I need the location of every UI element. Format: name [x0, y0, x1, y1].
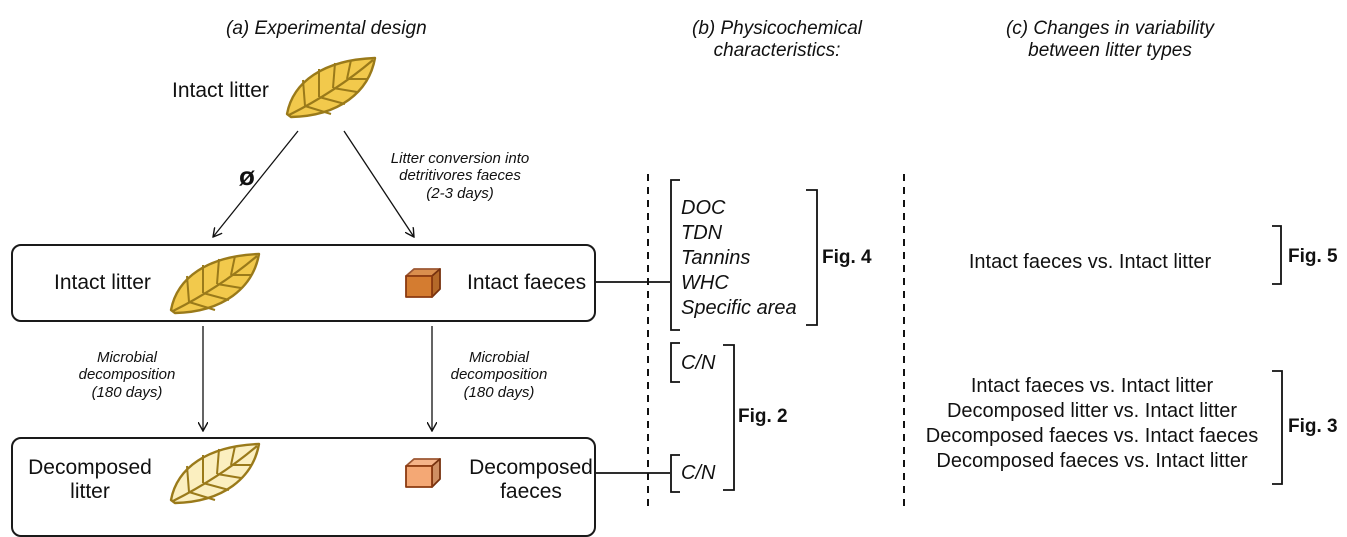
box1-intact-faeces-label: Intact faeces: [467, 271, 587, 294]
conversion-label-line1: Litter conversion into: [390, 150, 530, 167]
cn-bottom-label: C/N: [681, 462, 716, 484]
bracket-left-cn-bottom: [670, 454, 680, 493]
decomposed-faeces-icon: [405, 458, 441, 488]
microbial-left-line1: Microbial: [96, 349, 157, 366]
comparison-item: Intact faeces vs. Intact litter: [968, 251, 1212, 273]
comparison-item: Decomposed litter vs. Intact litter: [946, 400, 1238, 422]
panel-c-title-line2: between litter types: [1028, 39, 1192, 61]
panel-b-title: (b) Physicochemical characteristics:: [652, 18, 902, 62]
microbial-left-line2: decomposition: [78, 366, 176, 384]
decomposed-litter-line1: Decomposed: [28, 456, 152, 479]
panel-c-title: (c) Changes in variability between litte…: [960, 18, 1260, 62]
bracket-right-fig4: [806, 189, 818, 326]
variability-group1: Intact faeces vs. Intact litter: [910, 251, 1270, 274]
microbial-label-right: Microbial decomposition (180 days): [439, 349, 559, 401]
fig3-label: Fig. 3: [1288, 416, 1338, 437]
connector-layer: [0, 130, 1283, 509]
characteristic-doc: DOC: [681, 197, 726, 219]
intact-leaf-icon: [169, 252, 261, 315]
arrow-to-intact-faeces: [343, 130, 414, 237]
comparison-item: Intact faeces vs. Intact litter: [970, 375, 1214, 397]
decomposed-leaf-icon: [169, 442, 261, 505]
intact-faeces-icon: [405, 268, 441, 298]
box2-decomposed-faeces-label: Decomposed faeces: [464, 456, 598, 504]
characteristic-specific-area: Specific area: [681, 297, 797, 319]
intact-box: [11, 244, 596, 322]
microbial-right-line1: Microbial: [468, 349, 529, 366]
conversion-label-line2: detritivores faeces: [399, 167, 521, 185]
bracket-right-fig3: [1272, 370, 1283, 485]
fig5-label: Fig. 5: [1288, 246, 1338, 267]
box2-decomposed-litter-label: Decomposed litter: [25, 456, 155, 504]
fig4-label: Fig. 4: [822, 247, 872, 268]
box1-intact-litter-label: Intact litter: [54, 271, 151, 294]
cn-top-label: C/N: [681, 352, 716, 374]
comparison-item: Decomposed faeces vs. Intact litter: [936, 450, 1248, 472]
microbial-right-line3: (180 days): [463, 383, 535, 401]
diagram: (a) Experimental design (b) Physicochemi…: [0, 18, 1338, 537]
microbial-label-left: Microbial decomposition (180 days): [67, 349, 187, 401]
microbial-left-line3: (180 days): [91, 383, 163, 401]
characteristics-group1: DOC TDN Tannins WHC Specific area: [681, 196, 797, 321]
microbial-right-line2: decomposition: [450, 366, 548, 384]
panel-c-title-line1: (c) Changes in variability: [1005, 18, 1215, 39]
bracket-left-group1: [670, 179, 680, 331]
panel-a-title: (a) Experimental design: [226, 18, 427, 39]
fig2-label: Fig. 2: [738, 406, 788, 427]
decomposed-litter-line2: litter: [70, 480, 110, 504]
conversion-label-line3: (2-3 days): [426, 184, 494, 202]
variability-group2: Intact faeces vs. Intact litter Decompos…: [912, 374, 1272, 474]
characteristic-tdn: TDN: [681, 222, 723, 244]
panel-b-title-line2: characteristics:: [713, 39, 841, 61]
decomposed-faeces-line2: faeces: [500, 480, 562, 504]
conversion-label: Litter conversion into detritivores faec…: [360, 150, 560, 202]
intact-leaf-icon: [285, 56, 377, 119]
bracket-right-fig2: [723, 344, 735, 491]
characteristic-whc: WHC: [681, 272, 729, 294]
arrow-to-intact-litter: [213, 130, 299, 237]
comparison-item: Decomposed faeces vs. Intact faeces: [925, 425, 1259, 447]
null-symbol: ø: [239, 161, 255, 191]
panel-b-title-line1: (b) Physicochemical: [692, 18, 862, 39]
bracket-left-cn-top: [670, 342, 680, 383]
top-intact-litter-label: Intact litter: [172, 79, 269, 102]
bracket-right-fig5: [1272, 225, 1282, 285]
characteristic-tannins: Tannins: [681, 247, 751, 269]
decomposed-faeces-line1: Decomposed: [469, 456, 593, 479]
